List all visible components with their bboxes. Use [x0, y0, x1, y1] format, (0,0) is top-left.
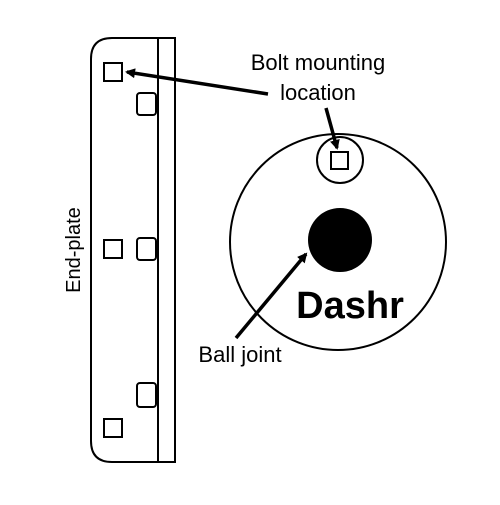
mount-bolt-hole	[330, 151, 349, 170]
bolt-hole	[103, 62, 123, 82]
arrow-to-disc-bolt	[324, 107, 340, 150]
dashr-brand: Dashr	[296, 285, 404, 327]
bolt-hole	[103, 239, 123, 259]
bolt-hole	[136, 237, 157, 261]
arrow-to-ball-joint	[234, 252, 308, 340]
bolt-hole	[103, 418, 123, 438]
dashr-disc: Dashr	[229, 133, 447, 351]
mount-ring	[316, 136, 364, 184]
end-plate-outline	[90, 37, 176, 463]
arrow-to-plate-bolt	[125, 68, 269, 96]
end-plate	[90, 37, 176, 463]
ball-joint-label: Ball joint	[198, 342, 281, 367]
ball-joint-dot	[308, 208, 372, 272]
disc-outline	[229, 133, 447, 351]
bolt-label-line1: Bolt mounting	[251, 50, 386, 75]
bolt-hole	[136, 382, 157, 408]
end-plate-label: End-plate	[63, 207, 85, 293]
bolt-label-line2: location	[280, 80, 356, 105]
bolt-hole	[136, 92, 157, 116]
